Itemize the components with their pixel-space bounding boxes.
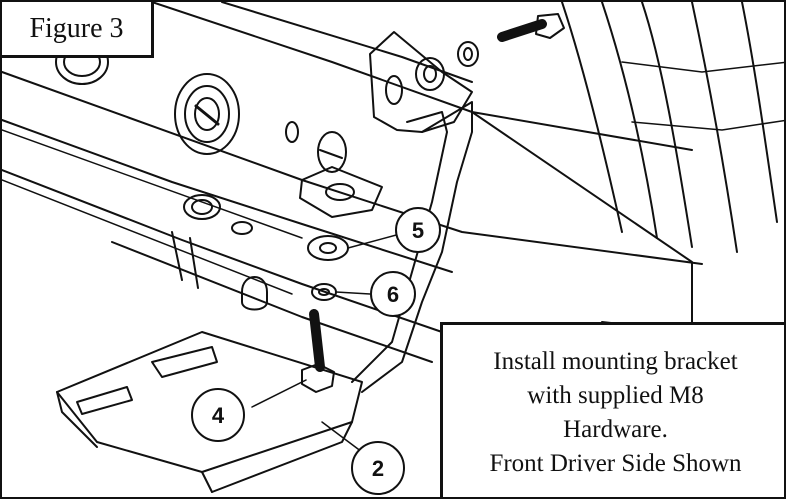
grommets: [55, 39, 347, 311]
bolt-upper: [457, 13, 565, 67]
callout-5: 5: [395, 207, 441, 253]
bracket-lower: [56, 331, 363, 493]
bracket-tab: [299, 166, 383, 218]
frame-rail: [2, 71, 703, 363]
caption-box: Install mounting bracket with supplied M…: [440, 322, 784, 497]
bolt-lower: [301, 309, 335, 393]
callout-4: 4: [191, 388, 245, 442]
figure-label: Figure 3: [2, 2, 154, 58]
callout-6: 6: [370, 271, 416, 317]
callout-6-label: 6: [387, 282, 399, 307]
caption-line-4: Front Driver Side Shown: [489, 450, 742, 477]
caption-line-2: with supplied M8: [527, 382, 704, 409]
bracket-upper: [351, 31, 473, 393]
callout-2: 2: [351, 441, 405, 495]
leader-lines: [251, 233, 401, 453]
callout-2-label: 2: [372, 456, 384, 481]
callout-5-label: 5: [412, 218, 424, 243]
callout-4-label: 4: [212, 403, 225, 428]
caption-line-1: Install mounting bracket: [493, 348, 738, 375]
caption-line-3: Hardware.: [563, 416, 668, 443]
